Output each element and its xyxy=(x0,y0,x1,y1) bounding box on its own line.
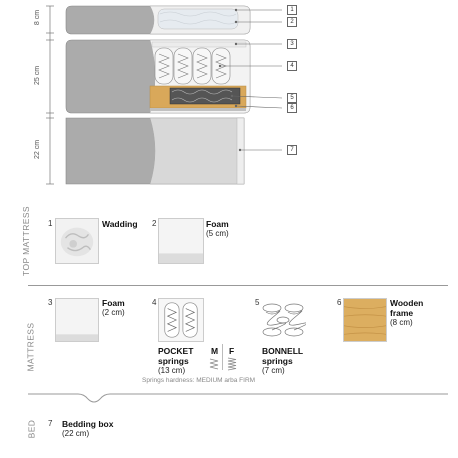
callout-6: 6 xyxy=(287,103,297,113)
callout-4: 4 xyxy=(287,61,297,71)
item-index-2: 2 xyxy=(152,219,157,228)
medium-spring-icon xyxy=(209,358,219,370)
item-title-5: BONNELL xyxy=(262,346,304,356)
dimension-top-mattress: 8 cm xyxy=(34,9,42,26)
item-index-5: 5 xyxy=(255,298,260,307)
item-title2-4: springs xyxy=(158,356,189,366)
hardness-divider xyxy=(222,344,223,370)
cross-section-svg xyxy=(46,5,283,185)
foam-2cm-thumbnail xyxy=(55,298,99,342)
divider-mattress xyxy=(28,393,448,403)
hardness-medium-label: M xyxy=(211,346,219,356)
item-title-2: Foam xyxy=(206,219,229,229)
section-top-mattress: TOP MATTRESS xyxy=(20,206,31,276)
item-title-6: Wooden xyxy=(390,298,424,308)
callout-2: 2 xyxy=(287,17,297,27)
item-index-3: 3 xyxy=(48,298,53,307)
hardness-note: Springs hardness: MEDIUM arba FIRM xyxy=(142,377,256,384)
item-title-4: POCKET xyxy=(158,346,194,356)
item-index-7: 7 xyxy=(48,419,53,428)
item-title-7: Bedding box xyxy=(62,419,114,429)
item-title-1: Wadding xyxy=(102,219,138,229)
bonnell-springs-thumbnail xyxy=(262,303,306,337)
dimension-mattress: 25 cm xyxy=(34,65,42,86)
item-sub-4: (13 cm) xyxy=(158,366,186,375)
firm-spring-icon xyxy=(227,357,237,371)
pocket-springs-thumbnail xyxy=(158,298,204,342)
wooden-frame-thumbnail xyxy=(343,298,387,342)
wadding-thumbnail xyxy=(55,218,99,264)
hardness-firm-label: F xyxy=(229,346,235,356)
section-mattress: MATTRESS xyxy=(25,322,36,372)
callout-7: 7 xyxy=(287,145,297,155)
item-index-4: 4 xyxy=(152,298,157,307)
item-sub-6: (8 cm) xyxy=(390,318,413,327)
item-title2-5: springs xyxy=(262,356,293,366)
callout-1: 1 xyxy=(287,5,297,15)
item-sub-3: (2 cm) xyxy=(102,308,125,317)
item-sub-7: (22 cm) xyxy=(62,429,90,438)
item-title-3: Foam xyxy=(102,298,125,308)
divider-top xyxy=(28,285,448,286)
item-index-6: 6 xyxy=(337,298,342,307)
item-sub-5: (7 cm) xyxy=(262,366,285,375)
item-title2-6: frame xyxy=(390,308,414,318)
callout-3: 3 xyxy=(287,39,297,49)
dimension-bed: 22 cm xyxy=(34,139,42,160)
cross-section-diagram: 8 cm 25 cm 22 cm 1 2 3 4 5 6 7 xyxy=(0,0,458,190)
foam-5cm-thumbnail xyxy=(158,218,204,264)
item-sub-2: (5 cm) xyxy=(206,229,229,238)
callout-5: 5 xyxy=(287,93,297,103)
section-bed: BED xyxy=(26,419,37,439)
item-index-1: 1 xyxy=(48,219,53,228)
